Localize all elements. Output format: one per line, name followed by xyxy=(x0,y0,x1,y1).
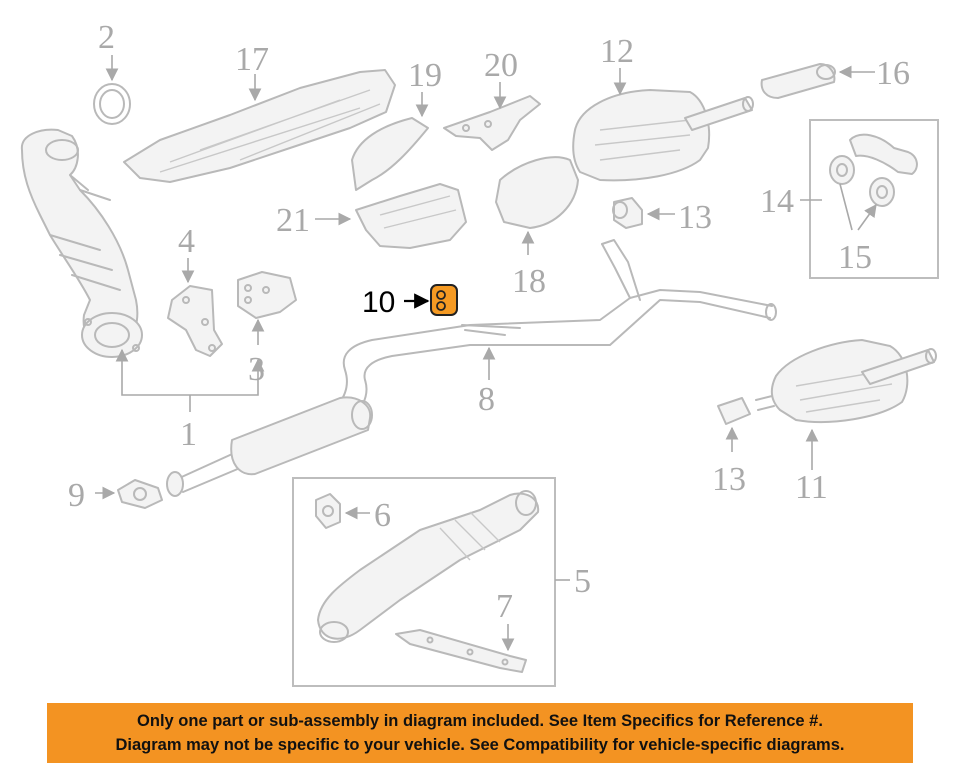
part-18-shield xyxy=(495,156,579,255)
callout-12: 12 xyxy=(600,33,634,70)
callout-20: 20 xyxy=(484,47,518,84)
group-box-5 xyxy=(292,477,556,687)
callout-13-lower: 13 xyxy=(712,461,746,498)
notice-line-1: Only one part or sub-assembly in diagram… xyxy=(137,712,823,730)
callout-19: 19 xyxy=(408,57,442,94)
part-10-highlighted-insulator xyxy=(404,284,458,316)
callout-7: 7 xyxy=(496,588,513,625)
callout-8: 8 xyxy=(478,381,495,418)
group-box-14-15 xyxy=(809,119,939,279)
callout-6: 6 xyxy=(374,497,391,534)
part-16-tip xyxy=(760,63,875,99)
callout-2: 2 xyxy=(98,19,115,56)
callout-10: 10 xyxy=(362,286,395,319)
part-17-heat-shield xyxy=(123,69,396,183)
part-8-exhaust-pipe xyxy=(166,239,777,497)
callout-17: 17 xyxy=(235,41,269,78)
callout-21: 21 xyxy=(276,202,310,239)
part-7-bracket xyxy=(395,624,527,673)
part-4-bracket xyxy=(167,258,223,357)
callout-9: 9 xyxy=(68,477,85,514)
part-13-clamp-upper xyxy=(612,197,675,229)
part-13-bracket-lower xyxy=(717,397,751,452)
part-20-bracket xyxy=(443,82,541,151)
part-11-muffler xyxy=(755,339,937,470)
callout-16: 16 xyxy=(876,55,910,92)
part-12-muffler xyxy=(572,68,754,182)
callout-14: 14 xyxy=(760,183,794,220)
part-10-shape xyxy=(430,284,458,316)
part-1-manifold-converter xyxy=(20,128,143,358)
callout-3: 3 xyxy=(248,351,265,388)
notice-line-2: Diagram may not be specific to your vehi… xyxy=(115,736,845,754)
part-2-gasket xyxy=(93,55,131,125)
part-21-heat-shield xyxy=(315,183,467,249)
part-9-gasket xyxy=(95,479,163,509)
callout-1-bracket xyxy=(115,348,265,412)
part-14-hanger xyxy=(800,133,918,231)
callout-1: 1 xyxy=(180,416,197,453)
callout-13-upper: 13 xyxy=(678,199,712,236)
part-3-bracket xyxy=(237,271,297,345)
part-5-converter-assembly xyxy=(317,490,540,643)
callout-18: 18 xyxy=(512,263,546,300)
callout-4: 4 xyxy=(178,223,195,260)
notice-banner: Only one part or sub-assembly in diagram… xyxy=(47,703,913,763)
callout-11: 11 xyxy=(795,469,828,506)
part-19-shield xyxy=(351,92,429,191)
callout-5: 5 xyxy=(574,563,591,600)
part-6-gasket xyxy=(315,493,370,529)
callout-15: 15 xyxy=(838,239,872,276)
